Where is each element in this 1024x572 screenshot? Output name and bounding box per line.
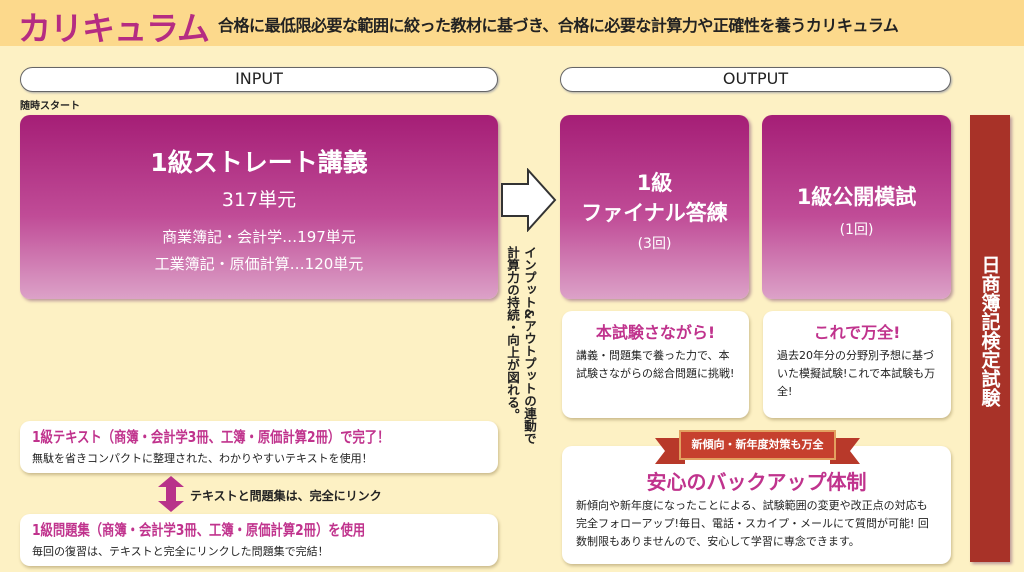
mock-card-desc: 過去20年分の分野別予想に基づいた模擬試験!これで本試験も万全! [777,349,936,398]
backup-title: 安心のバックアップ体制 [646,470,867,494]
lecture-box: 1級ストレート講義 317単元 商業簿記・会計学…197単元 工業簿記・原価計算… [20,115,498,299]
arrow-note-line1: インプット&アウトプットの連動で [522,246,537,445]
double-arrow-icon [158,476,184,512]
text-card-title: 1級テキスト（商簿・会計学3冊、工簿・原価計算2冊）で完了！ [32,428,390,446]
exam-label: 日商簿記検定試験 [970,115,1010,562]
start-note: 随時スタート [20,101,80,112]
mock-box: 1級公開模試 (1回) [762,115,951,299]
page-title: カリキュラム [18,9,210,48]
arrow-note: インプット&アウトプットの連動で 計算力の持続・向上が図れる。 [504,246,538,456]
final-card-title: 本試験さながら! [595,323,716,342]
link-note: テキストと問題集は、完全にリンク [190,489,382,503]
final-card: 本試験さながら! 講義・問題集で養った力で、本試験さながらの総合問題に挑戦! [562,311,749,418]
arrow-note-line2: 計算力の持続・向上が図れる。 [505,246,520,421]
header-band [0,0,1024,46]
workbook-card-title: 1級問題集（商簿・会計学3冊、工簿・原価計算2冊）を使用 [32,521,366,539]
lecture-units: 317単元 [221,189,297,211]
backup-card: 安心のバックアップ体制 新傾向や新年度になったことによる、試験範囲の変更や改正点… [562,446,951,564]
right-arrow-icon [501,168,557,232]
mock-card: これで万全! 過去20年分の分野別予想に基づいた模擬試験!これで本試験も万全! [763,311,951,418]
backup-desc: 新傾向や新年度になったことによる、試験範囲の変更や改正点の対応も完全フォローアッ… [576,499,929,548]
final-count: (3回) [637,236,672,252]
lecture-title: 1級ストレート講義 [150,148,368,177]
ribbon-label: 新傾向・新年度対策も万全 [691,438,824,451]
lecture-line2: 工業簿記・原価計算…120単元 [154,255,364,273]
workbook-card: 1級問題集（商簿・会計学3冊、工簿・原価計算2冊）を使用 毎回の復習は、テキスト… [20,514,498,566]
workbook-card-desc: 毎回の復習は、テキストと完全にリンクした問題集で完結！ [32,545,329,558]
mock-count: (1回) [839,222,874,238]
input-label: INPUT [20,67,498,92]
mock-title: 1級公開模試 [796,185,917,209]
final-card-desc: 講義・問題集で養った力で、本試験さながらの総合問題に挑戦! [576,349,735,380]
mock-card-title: これで万全! [813,323,901,342]
final-line1: 1級 [636,171,673,195]
ribbon-shape [655,430,860,464]
final-line2: ファイナル答練 [581,201,728,225]
text-card: 1級テキスト（商簿・会計学3冊、工簿・原価計算2冊）で完了！ 無駄を省きコンパク… [20,421,498,473]
final-box: 1級 ファイナル答練 (3回) [560,115,749,299]
text-card-desc: 無駄を省きコンパクトに整理された、わかりやすいテキストを使用！ [32,452,373,465]
lecture-line1: 商業簿記・会計学…197単元 [162,228,356,246]
output-label: OUTPUT [560,67,951,92]
page-subtitle: 合格に最低限必要な範囲に絞った教材に基づき、合格に必要な計算力や正確性を養うカリ… [218,16,899,35]
